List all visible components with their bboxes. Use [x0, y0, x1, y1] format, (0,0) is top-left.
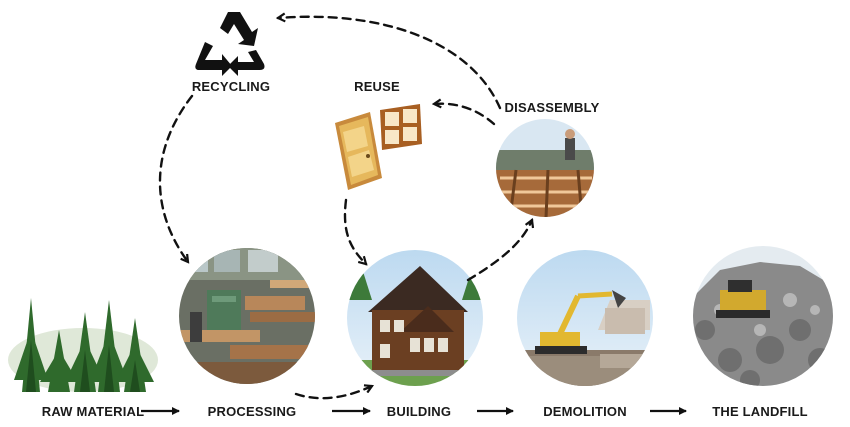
reuse-label: REUSE — [354, 79, 400, 94]
demolition-excavator-image — [517, 250, 653, 386]
arrow-reuse-to-building — [343, 198, 366, 264]
arrow-recycling-to-processing — [158, 94, 194, 262]
raw-material-forest-image — [8, 298, 158, 392]
stage-label-processing: PROCESSING — [207, 404, 297, 419]
building-house-image — [347, 250, 483, 386]
stage-label-raw-material: RAW MATERIAL — [41, 404, 145, 419]
stage-label-demolition: DEMOLITION — [543, 404, 627, 419]
door-and-window-icon — [335, 104, 422, 190]
arrow-disassembly-to-reuse — [434, 104, 496, 126]
landfill-debris-image — [693, 246, 833, 386]
stage-label-landfill: THE LANDFILL — [712, 404, 808, 419]
disassembly-label: DISASSEMBLY — [504, 100, 600, 115]
arrow-disassembly-to-recycling — [278, 17, 502, 110]
arrow-building-to-disassembly — [466, 220, 532, 282]
arrow-processing-to-building-loop — [294, 386, 372, 400]
recycling-label: RECYCLING — [191, 79, 271, 94]
stage-label-building: BUILDING — [386, 404, 452, 419]
recycle-icon — [195, 12, 265, 76]
processing-workshop-image — [179, 248, 315, 384]
disassembly-timber-image — [496, 119, 594, 217]
